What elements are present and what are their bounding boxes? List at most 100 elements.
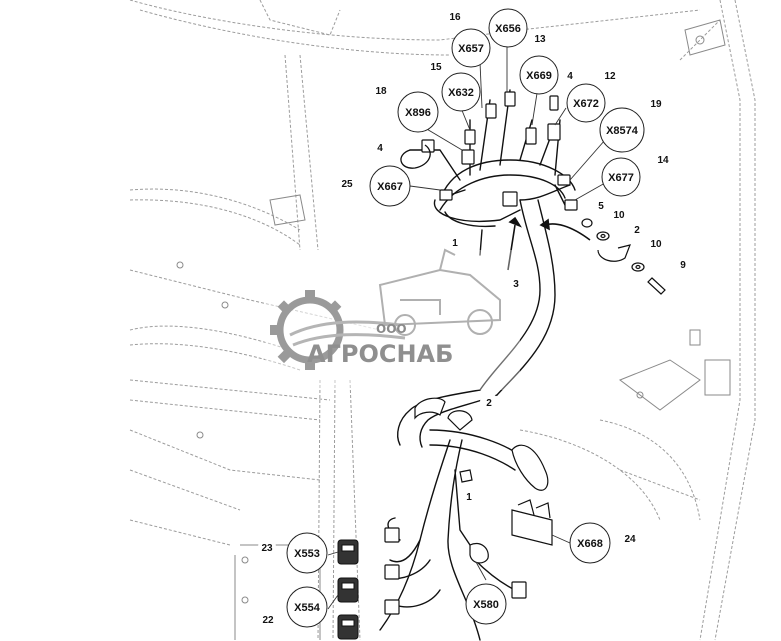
callout-bg [628,220,646,238]
connector-id: X672 [573,98,599,110]
watermark-name: АГРОСНАБ [307,340,453,368]
callout-number: 19 [650,99,662,110]
upper-connectors [421,91,578,211]
part-callout: 23 [258,538,276,556]
part-callout: 5 [592,196,610,214]
connector-callout: X896 [397,91,439,133]
callout-number: 13 [534,34,546,45]
connector-circle [599,107,645,153]
callout-number: 10 [650,239,662,250]
loop-clamp [400,144,431,169]
callout-bg [259,610,277,628]
connector-circle [601,157,641,197]
part-callout: 16 [446,7,464,25]
part-callout: 22 [259,610,277,628]
connector-callout: X553 [286,532,328,574]
lower-connectors [384,397,553,615]
callout-number: 14 [657,155,669,166]
connector-circle [369,165,411,207]
connector-id: X553 [294,548,320,560]
connector-callout: X657 [451,28,491,68]
callout-bg [372,81,390,99]
part-callout: 10 [647,234,665,252]
connector-callout: X580 [465,583,507,625]
callout-bg [460,487,478,505]
connector-circle [286,532,328,574]
connector-id: X657 [458,43,484,55]
part-callout: 4 [561,66,579,84]
callout-number: 18 [375,86,387,97]
connector-callout: X632 [441,72,481,112]
leader-lines [327,30,606,610]
callout-number: 2 [486,398,492,409]
callout-bg [621,529,639,547]
connector-callout: X668 [569,522,611,564]
callout-number: 15 [430,62,442,73]
part-callout: 19 [647,94,665,112]
callout-bg [531,29,549,47]
callout-number: 1 [466,492,472,503]
callout-number: 3 [513,279,519,290]
connector-id: X632 [448,87,474,99]
callout-number: 5 [598,201,604,212]
callout-number: 2 [634,225,640,236]
part-callout: 18 [372,81,390,99]
callout-bg [592,196,610,214]
part-callout: 2 [628,220,646,238]
part-callout: 10 [610,205,628,223]
part-callout: 15 [427,57,445,75]
connector-id: X677 [608,172,634,184]
callout-bg [610,205,628,223]
connector-id: X554 [294,602,321,614]
callout-bg [338,174,356,192]
part-callout: 24 [621,529,639,547]
callout-bg [674,255,692,273]
part-callout: 4 [371,138,389,156]
connector-callout: X656 [488,8,528,48]
watermark-prefix: ООО [376,322,407,336]
part-callout: 3 [507,274,525,292]
callout-bg [258,538,276,556]
connector-id: X669 [526,70,552,82]
connector-circle [397,91,439,133]
callout-bg [647,234,665,252]
agrosnab-watermark: ООО АГРОСНАБ [265,248,520,390]
plug-connectors [337,539,359,640]
callout-bg [427,57,445,75]
connector-circle [566,83,606,123]
connector-circle [569,522,611,564]
connector-id: X896 [405,107,431,119]
part-callout: 1 [460,487,478,505]
connector-callout: X667 [369,165,411,207]
callout-number: 16 [449,12,461,23]
callout-bg [446,7,464,25]
connector-callout: X8574 [599,107,645,153]
callout-bg [371,138,389,156]
connector-id: X580 [473,599,499,611]
part-callout: 25 [338,174,356,192]
callout-number: 25 [341,179,353,190]
part-callout: 9 [674,255,692,273]
callout-bg [647,94,665,112]
callout-bg [601,66,619,84]
connector-id: X8574 [606,125,639,137]
connector-circle [441,72,481,112]
connector-circle [286,586,328,628]
callout-number: 24 [624,534,636,545]
callout-number: 10 [613,210,625,221]
part-callout: 13 [531,29,549,47]
callout-number: 9 [680,260,686,271]
callout-number: 4 [567,71,573,82]
connector-circle [465,583,507,625]
callout-bg [561,66,579,84]
callout-bg [507,274,525,292]
callout-bg [654,150,672,168]
part-callout: 12 [601,66,619,84]
callout-number: 4 [377,143,383,154]
clamp-hardware [581,218,666,295]
connector-id: X668 [577,538,603,550]
callout-number: 22 [262,615,274,626]
